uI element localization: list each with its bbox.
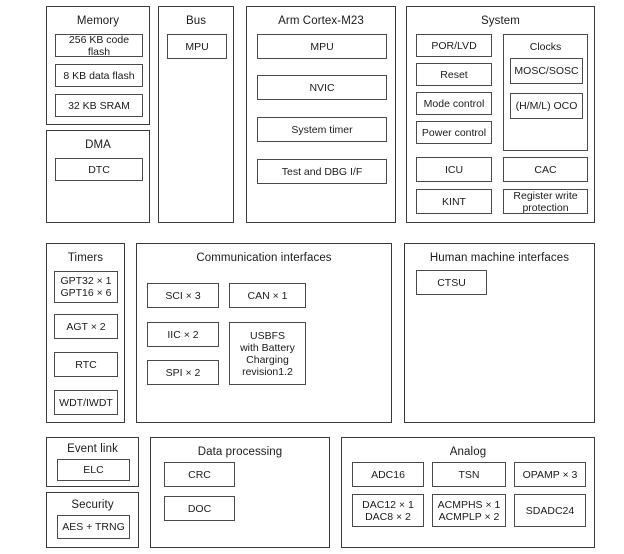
group-timers: Timers GPT32 × 1 GPT16 × 6 AGT × 2 RTC W… (46, 243, 125, 423)
block-mode-control: Mode control (416, 92, 492, 115)
block-reset: Reset (416, 63, 492, 86)
block-cpu-mpu: MPU (257, 34, 387, 59)
group-communication-interfaces: Communication interfaces SCI × 3 IIC × 2… (136, 243, 392, 423)
group-data-processing: Data processing CRC DOC (150, 437, 330, 548)
group-dma: DMA DTC (46, 130, 150, 223)
block-mosc-sosc: MOSC/SOSC (510, 58, 583, 84)
block-por-lvd: POR/LVD (416, 34, 492, 57)
group-system: System POR/LVD Reset Mode control Power … (406, 6, 595, 223)
block-sdadc24: SDADC24 (514, 494, 586, 527)
block-test-dbg-if: Test and DBG I/F (257, 159, 387, 184)
group-title-analog: Analog (449, 446, 487, 458)
block-elc: ELC (57, 459, 130, 481)
group-title-memory: Memory (76, 15, 120, 27)
subgroup-title-clocks: Clocks (529, 41, 562, 53)
block-aes-trng: AES + TRNG (57, 515, 130, 539)
block-agt: AGT × 2 (54, 314, 118, 339)
group-title-dma: DMA (85, 139, 111, 151)
block-sci: SCI × 3 (147, 283, 219, 308)
group-title-bus: Bus (185, 15, 207, 27)
block-kint: KINT (416, 189, 492, 214)
group-analog: Analog ADC16 TSN OPAMP × 3 DAC12 × 1 DAC… (341, 437, 595, 548)
group-security: Security AES + TRNG (46, 492, 139, 548)
block-dtc: DTC (55, 158, 143, 181)
group-bus: Bus MPU (158, 6, 234, 223)
group-title-system: System (481, 15, 520, 27)
group-human-machine-interfaces: Human machine interfaces CTSU (404, 243, 595, 423)
block-adc16: ADC16 (352, 462, 424, 487)
block-hml-oco: (H/M/L) OCO (510, 93, 583, 119)
group-title-data-processing: Data processing (197, 446, 283, 458)
block-can: CAN × 1 (229, 283, 306, 308)
group-title-security: Security (71, 499, 114, 511)
block-cac: CAC (503, 157, 588, 182)
block-spi: SPI × 2 (147, 360, 219, 385)
block-rtc: RTC (54, 352, 118, 377)
block-data-flash: 8 KB data flash (55, 64, 143, 87)
subgroup-clocks: Clocks MOSC/SOSC (H/M/L) OCO (503, 34, 588, 151)
block-code-flash: 256 KB code flash (55, 34, 143, 58)
group-title-arm-cortex-m23: Arm Cortex-M23 (278, 15, 364, 27)
block-icu: ICU (416, 157, 492, 182)
block-iic: IIC × 2 (147, 322, 219, 347)
group-event-link: Event link ELC (46, 437, 139, 487)
block-sram: 32 KB SRAM (55, 94, 143, 117)
group-title-human-machine-interfaces: Human machine interfaces (429, 252, 570, 264)
block-system-timer: System timer (257, 117, 387, 142)
block-crc: CRC (164, 462, 235, 487)
group-arm-cortex-m23: Arm Cortex-M23 MPU NVIC System timer Tes… (246, 6, 396, 223)
block-tsn: TSN (432, 462, 506, 487)
block-register-write-protection: Register write protection (503, 189, 588, 214)
group-title-communication-interfaces: Communication interfaces (196, 252, 332, 264)
block-opamp: OPAMP × 3 (514, 462, 586, 487)
block-ctsu: CTSU (416, 270, 487, 295)
group-title-event-link: Event link (67, 443, 118, 455)
block-power-control: Power control (416, 121, 492, 144)
block-doc: DOC (164, 496, 235, 521)
block-usbfs: USBFS with Battery Charging revision1.2 (229, 322, 306, 385)
block-nvic: NVIC (257, 75, 387, 100)
block-acmp: ACMPHS × 1 ACMPLP × 2 (432, 494, 506, 527)
block-dac: DAC12 × 1 DAC8 × 2 (352, 494, 424, 527)
block-wdt-iwdt: WDT/IWDT (54, 390, 118, 415)
block-bus-mpu: MPU (167, 34, 227, 59)
group-title-timers: Timers (67, 252, 104, 264)
block-gpt: GPT32 × 1 GPT16 × 6 (54, 271, 118, 303)
group-memory: Memory 256 KB code flash 8 KB data flash… (46, 6, 150, 125)
